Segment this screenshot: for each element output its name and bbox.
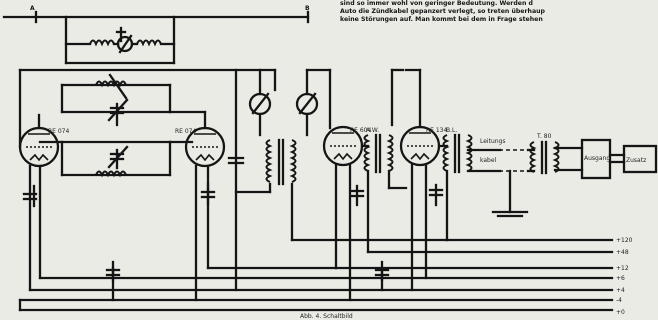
transformer-4: T. 80 [526,133,584,175]
terminal-b-label: B [305,5,310,12]
rail-label-5: +4 [616,287,625,294]
tube-3: RE 604 [322,125,372,302]
article-text: sind so immer wohl von geringer Bedeutun… [340,0,658,24]
input-filter [64,26,176,54]
rail-label-6: -4 [616,297,622,304]
supply-rails [18,238,614,312]
transformer-4-label: T. 80 [536,133,552,140]
tube-4-label: RE 134 [426,127,448,134]
box-2-label: Zusatz [626,157,646,164]
rail-labels: +120 +48 +12 +6 +4 -4 +0 [616,237,633,316]
transformer-3-label: B.L. [446,127,457,134]
filter-coil-right [136,39,162,47]
terminal-a-label: A [30,5,35,12]
rail-label-1: +120 [616,237,633,244]
interstage-network [38,73,194,178]
tube-1-label: RE 074 [48,128,70,135]
center-wiring [105,68,245,302]
rail-label-2: +48 [616,249,629,256]
output-box-1: Ausgang [580,138,612,180]
line-cable: Leitungs kabel [478,138,529,218]
line-label-top: Leitungs [480,138,506,145]
tube-1: RE 074 [18,68,70,168]
rail-label-7: +0 [616,309,625,316]
tube-2: RE 074 [168,110,226,168]
meter-pair [248,68,332,137]
transformer-2: A.W. [349,127,408,292]
filter-coil-left [89,39,115,47]
tube-3-label: RE 604 [350,127,372,134]
figure-caption: Abb. 4. Schaltbild [300,313,353,320]
tube-4: RE 134 [390,68,449,292]
box-1-label: Ausgang [584,155,610,162]
lower-wiring-left [22,164,216,302]
rail-label-4: +6 [616,275,625,282]
line-label-bottom: kabel [480,157,497,164]
transformer-3: B.L. [428,127,502,242]
transformer-2-label: A.W. [366,127,379,134]
rail-label-3: +12 [616,265,629,272]
input-line: A B [2,5,310,65]
article-line-1: sind so immer wohl von geringer Bedeutun… [340,0,533,7]
tube-2-label: RE 074 [175,128,197,135]
article-line-3: keine Störungen auf. Man kommt bei dem i… [340,16,543,23]
article-line-2: Auto die Zündkabel gepanzert verlegt, so… [340,8,545,15]
transformer-1 [234,138,297,242]
output-box-2: Zusatz [622,144,658,174]
